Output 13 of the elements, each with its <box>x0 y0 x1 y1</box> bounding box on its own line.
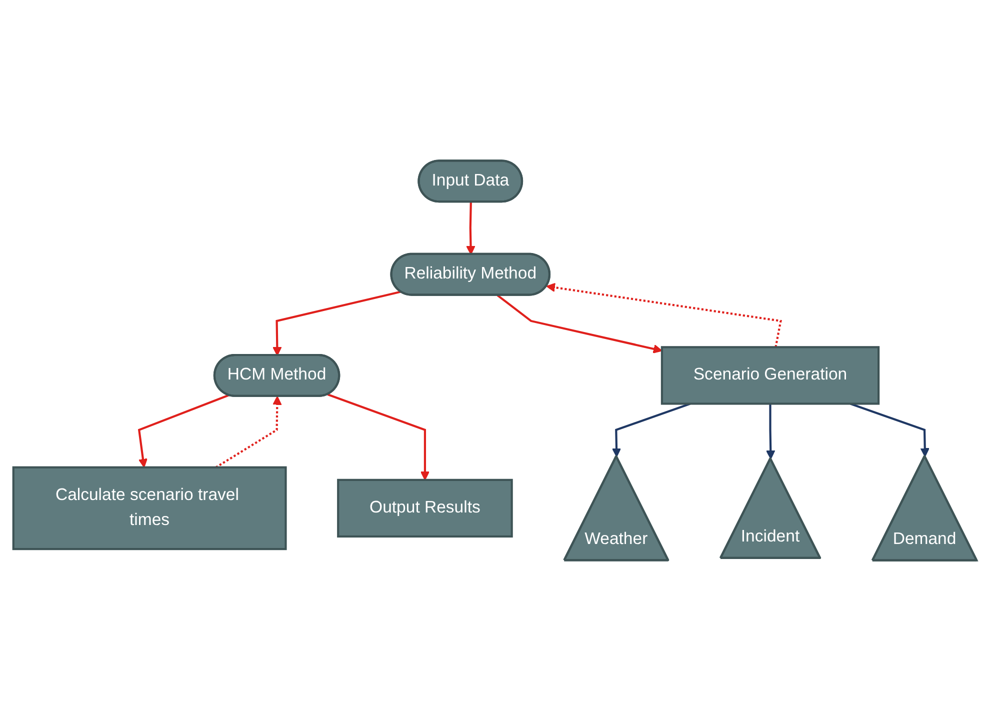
node-box: Output Results <box>337 478 513 538</box>
arrow <box>546 282 782 348</box>
arrow <box>850 402 930 458</box>
arrow <box>766 404 776 460</box>
arrow <box>138 394 229 468</box>
arrow <box>612 402 691 458</box>
arrow <box>272 290 401 356</box>
node-box: Scenario Generation <box>660 346 880 405</box>
arrow <box>327 394 430 480</box>
node-box: Calculate scenario travel times <box>12 466 287 550</box>
arrow <box>496 294 662 354</box>
arrow <box>215 396 282 468</box>
arrow <box>466 202 476 255</box>
